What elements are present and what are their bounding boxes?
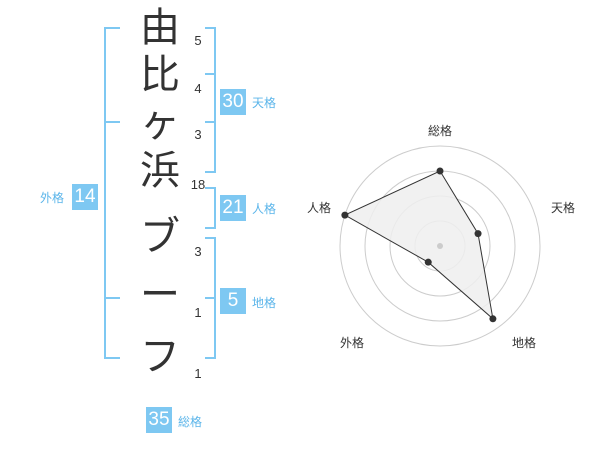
jinkaku-label: 人格: [252, 202, 277, 216]
name-char: ヶ: [140, 100, 180, 146]
radar-label-gaikaku: 外格: [340, 336, 365, 350]
name-char: ブ: [140, 214, 180, 260]
stroke-count: 18: [190, 177, 206, 192]
radar-center-dot: [437, 243, 443, 249]
radar-point-gaikaku: [424, 258, 432, 266]
name-char: ー: [140, 272, 180, 318]
radar-label-jinkaku: 人格: [307, 201, 332, 215]
name-char: 浜: [140, 148, 180, 194]
stroke-count: 5: [194, 33, 202, 48]
stroke-count: 1: [194, 305, 202, 320]
jinkaku-value: 21: [220, 195, 246, 221]
radar-point-jinkaku: [341, 211, 349, 219]
radar-point-soukaku: [436, 167, 444, 175]
name-char: 由: [140, 5, 180, 51]
stroke-count: 3: [194, 244, 202, 259]
radar-label-soukaku: 総格: [428, 124, 453, 138]
radar-label-chikaku: 地格: [512, 336, 537, 350]
stroke-count: 3: [194, 127, 202, 142]
radar-polygon: [343, 170, 494, 321]
soukaku-value: 35: [146, 407, 172, 433]
gaikaku-value: 14: [72, 184, 98, 210]
radar-point-tenkaku: [474, 230, 482, 238]
stroke-count: 1: [194, 366, 202, 381]
radar-grid-ring: [339, 145, 541, 347]
radar-point-chikaku: [489, 315, 497, 323]
stroke-count: 4: [194, 81, 202, 96]
chikaku-value: 5: [220, 288, 246, 314]
outer-bracket: [104, 27, 120, 359]
gaikaku-label: 外格: [40, 191, 65, 205]
radar-label-tenkaku: 天格: [551, 201, 576, 215]
name-char: 比: [140, 52, 180, 98]
jinkaku-bracket: [205, 187, 216, 229]
soukaku-label: 総格: [178, 415, 203, 429]
chikaku-label: 地格: [252, 296, 277, 310]
tenkaku-bracket: [205, 27, 216, 173]
name-char: フ: [140, 334, 180, 380]
tenkaku-label: 天格: [252, 96, 277, 110]
tenkaku-value: 30: [220, 89, 246, 115]
